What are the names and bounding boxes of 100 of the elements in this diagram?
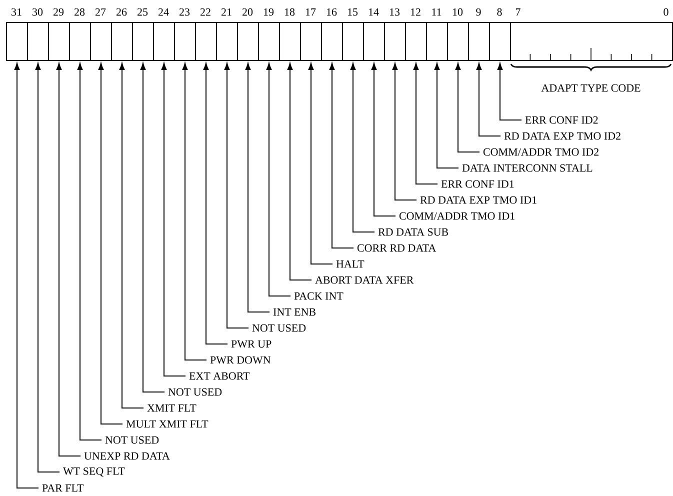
bit-cell — [321, 22, 343, 61]
leader-arrow — [329, 62, 354, 248]
bit-number: 7 — [516, 8, 520, 16]
bit-label: NOT USED — [252, 324, 306, 332]
bit-cell — [132, 22, 154, 61]
bit-number: 10 — [452, 8, 463, 16]
bit-label: INT ENB — [273, 308, 316, 316]
bit-number: 15 — [348, 8, 358, 16]
bit-number: 13 — [390, 8, 400, 16]
bit-number: 21 — [222, 8, 232, 16]
bit-label: NOT USED — [105, 436, 159, 444]
leader-arrow — [140, 62, 165, 392]
bit-label: COMM/ADDR TMO ID2 — [483, 148, 598, 156]
bit-cell — [195, 22, 217, 61]
field-label: ADAPT TYPE CODE — [541, 84, 640, 92]
bit-number: 25 — [138, 8, 148, 16]
bit-number: 20 — [242, 8, 253, 16]
leader-arrow — [161, 62, 186, 376]
bit-cell — [69, 22, 91, 61]
bit-label: ERR CONF ID2 — [525, 116, 598, 124]
bit-number: 17 — [306, 8, 316, 16]
bit-cell — [216, 22, 238, 61]
bit-label: RD DATA EXP TMO ID1 — [420, 196, 536, 204]
bit-number: 18 — [284, 8, 295, 16]
leader-arrow — [497, 62, 522, 120]
leader-arrow — [224, 62, 249, 328]
bit-cell — [405, 22, 427, 61]
bit-number: 29 — [54, 8, 64, 16]
leader-arrow — [371, 62, 396, 216]
bit-cell — [279, 22, 301, 61]
bit-label: PWR DOWN — [210, 356, 271, 364]
leader-arrow — [308, 62, 333, 264]
bit-cell — [468, 22, 490, 61]
bit-label: XMIT FLT — [147, 404, 196, 412]
leader-arrow — [77, 62, 102, 440]
leader-arrow — [98, 62, 123, 424]
bit-cell — [384, 22, 406, 61]
bit-cell — [6, 22, 28, 61]
bit-number: 0 — [664, 8, 668, 16]
bit-field — [510, 22, 673, 61]
bit-number: 12 — [410, 8, 420, 16]
bit-cell — [90, 22, 112, 61]
leader-arrow — [434, 62, 459, 168]
leader-arrow — [56, 62, 81, 456]
bit-cell — [489, 22, 511, 61]
bit-label: RD DATA EXP TMO ID2 — [504, 132, 620, 140]
bit-number: 27 — [96, 8, 106, 16]
bit-label: ERR CONF ID1 — [441, 180, 514, 188]
leader-arrow — [119, 62, 144, 408]
bit-number: 30 — [32, 8, 43, 16]
leader-arrow — [287, 62, 312, 280]
bit-label: CORR RD DATA — [357, 244, 436, 252]
bit-number: 16 — [326, 8, 337, 16]
bit-number: 11 — [432, 8, 442, 16]
leader-arrow — [392, 62, 417, 200]
bit-cell — [447, 22, 469, 61]
bit-label: PAR FLT — [42, 484, 84, 492]
bit-label: PWR UP — [231, 340, 272, 348]
bit-label: UNEXP RD DATA — [84, 452, 170, 460]
leader-arrow — [245, 62, 270, 312]
bit-label: EXT ABORT — [189, 372, 250, 380]
bit-number: 26 — [116, 8, 127, 16]
bit-label: ABORT DATA XFER — [315, 276, 414, 284]
leader-arrow — [182, 62, 207, 360]
bit-cell — [153, 22, 175, 61]
leader-arrow — [266, 62, 291, 296]
bit-cell — [237, 22, 259, 61]
leader-arrow — [476, 62, 501, 136]
leader-arrow — [413, 62, 438, 184]
bit-number: 22 — [200, 8, 210, 16]
bit-cell — [27, 22, 49, 61]
leader-arrow — [455, 62, 480, 152]
bit-number: 24 — [158, 8, 169, 16]
bit-cell — [174, 22, 196, 61]
bit-number: 31 — [12, 8, 22, 16]
bit-label: HALT — [336, 260, 364, 268]
bit-cell — [258, 22, 280, 61]
bit-cell — [342, 22, 364, 61]
bit-number: 8 — [497, 8, 502, 16]
leader-arrow — [350, 62, 375, 232]
bit-label: MULT XMIT FLT — [126, 420, 208, 428]
bit-cell — [300, 22, 322, 61]
bit-label: DATA INTERCONN STALL — [462, 164, 592, 172]
leader-arrow — [35, 62, 60, 472]
bit-number: 19 — [264, 8, 274, 16]
bit-number: 9 — [476, 8, 481, 16]
bit-label: RD DATA SUB — [378, 228, 448, 236]
leader-arrow — [14, 62, 39, 488]
bit-label: NOT USED — [168, 388, 222, 396]
bit-cell — [111, 22, 133, 61]
leader-arrow — [203, 62, 228, 344]
bit-number: 23 — [180, 8, 190, 16]
bit-number: 28 — [74, 8, 85, 16]
bit-cell — [48, 22, 70, 61]
bit-number: 14 — [368, 8, 379, 16]
bit-label: PACK INT — [294, 292, 344, 300]
bit-cell — [363, 22, 385, 61]
bit-label: WT SEQ FLT — [63, 467, 125, 477]
bit-cell — [426, 22, 448, 61]
bit-label: COMM/ADDR TMO ID1 — [399, 212, 514, 220]
